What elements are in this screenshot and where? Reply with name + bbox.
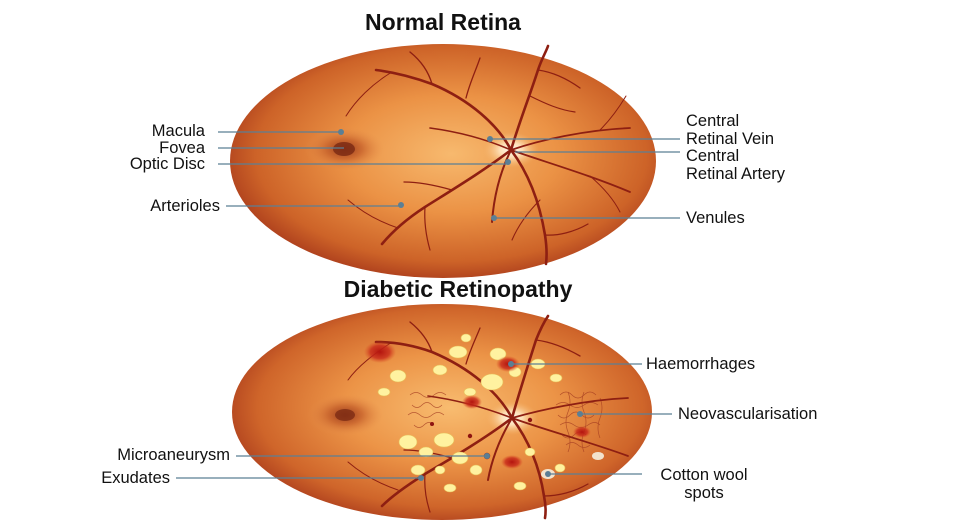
label-haemorrhages: Haemorrhages xyxy=(646,356,755,373)
label-venules: Venules xyxy=(686,210,745,227)
label-exudates: Exudates xyxy=(20,470,170,487)
label-central-retinal-vein-line2: Retinal Vein xyxy=(686,130,774,148)
label-optic-disc: Optic Disc xyxy=(40,156,205,173)
label-cotton-wool-spots-line1: Cotton wool xyxy=(646,466,762,484)
normal-retina-title: Normal Retina xyxy=(268,11,618,34)
label-central-retinal-artery: Central Retinal Artery xyxy=(686,147,785,183)
label-cotton-wool-spots-line2: spots xyxy=(646,484,762,502)
diabetic-fundus-disc xyxy=(232,304,652,520)
normal-fovea-spot xyxy=(333,142,355,156)
label-central-retinal-vein: Central Retinal Vein xyxy=(686,112,774,148)
label-macula: Macula xyxy=(60,123,205,140)
label-arterioles: Arterioles xyxy=(40,198,220,215)
label-neovascularisation: Neovascularisation xyxy=(678,406,817,423)
label-central-retinal-vein-line1: Central xyxy=(686,112,774,130)
normal-fundus-disc xyxy=(230,44,656,278)
diabetic-fovea-spot xyxy=(335,409,355,421)
normal-retina-fundus xyxy=(230,44,656,278)
label-cotton-wool-spots: Cotton wool spots xyxy=(646,466,762,502)
label-central-retinal-artery-line1: Central xyxy=(686,147,785,165)
label-microaneurysm: Microaneurysm xyxy=(4,447,230,464)
diabetic-retinopathy-title: Diabetic Retinopathy xyxy=(218,278,698,301)
label-central-retinal-artery-line2: Retinal Artery xyxy=(686,165,785,183)
diabetic-retina-fundus xyxy=(232,304,652,520)
